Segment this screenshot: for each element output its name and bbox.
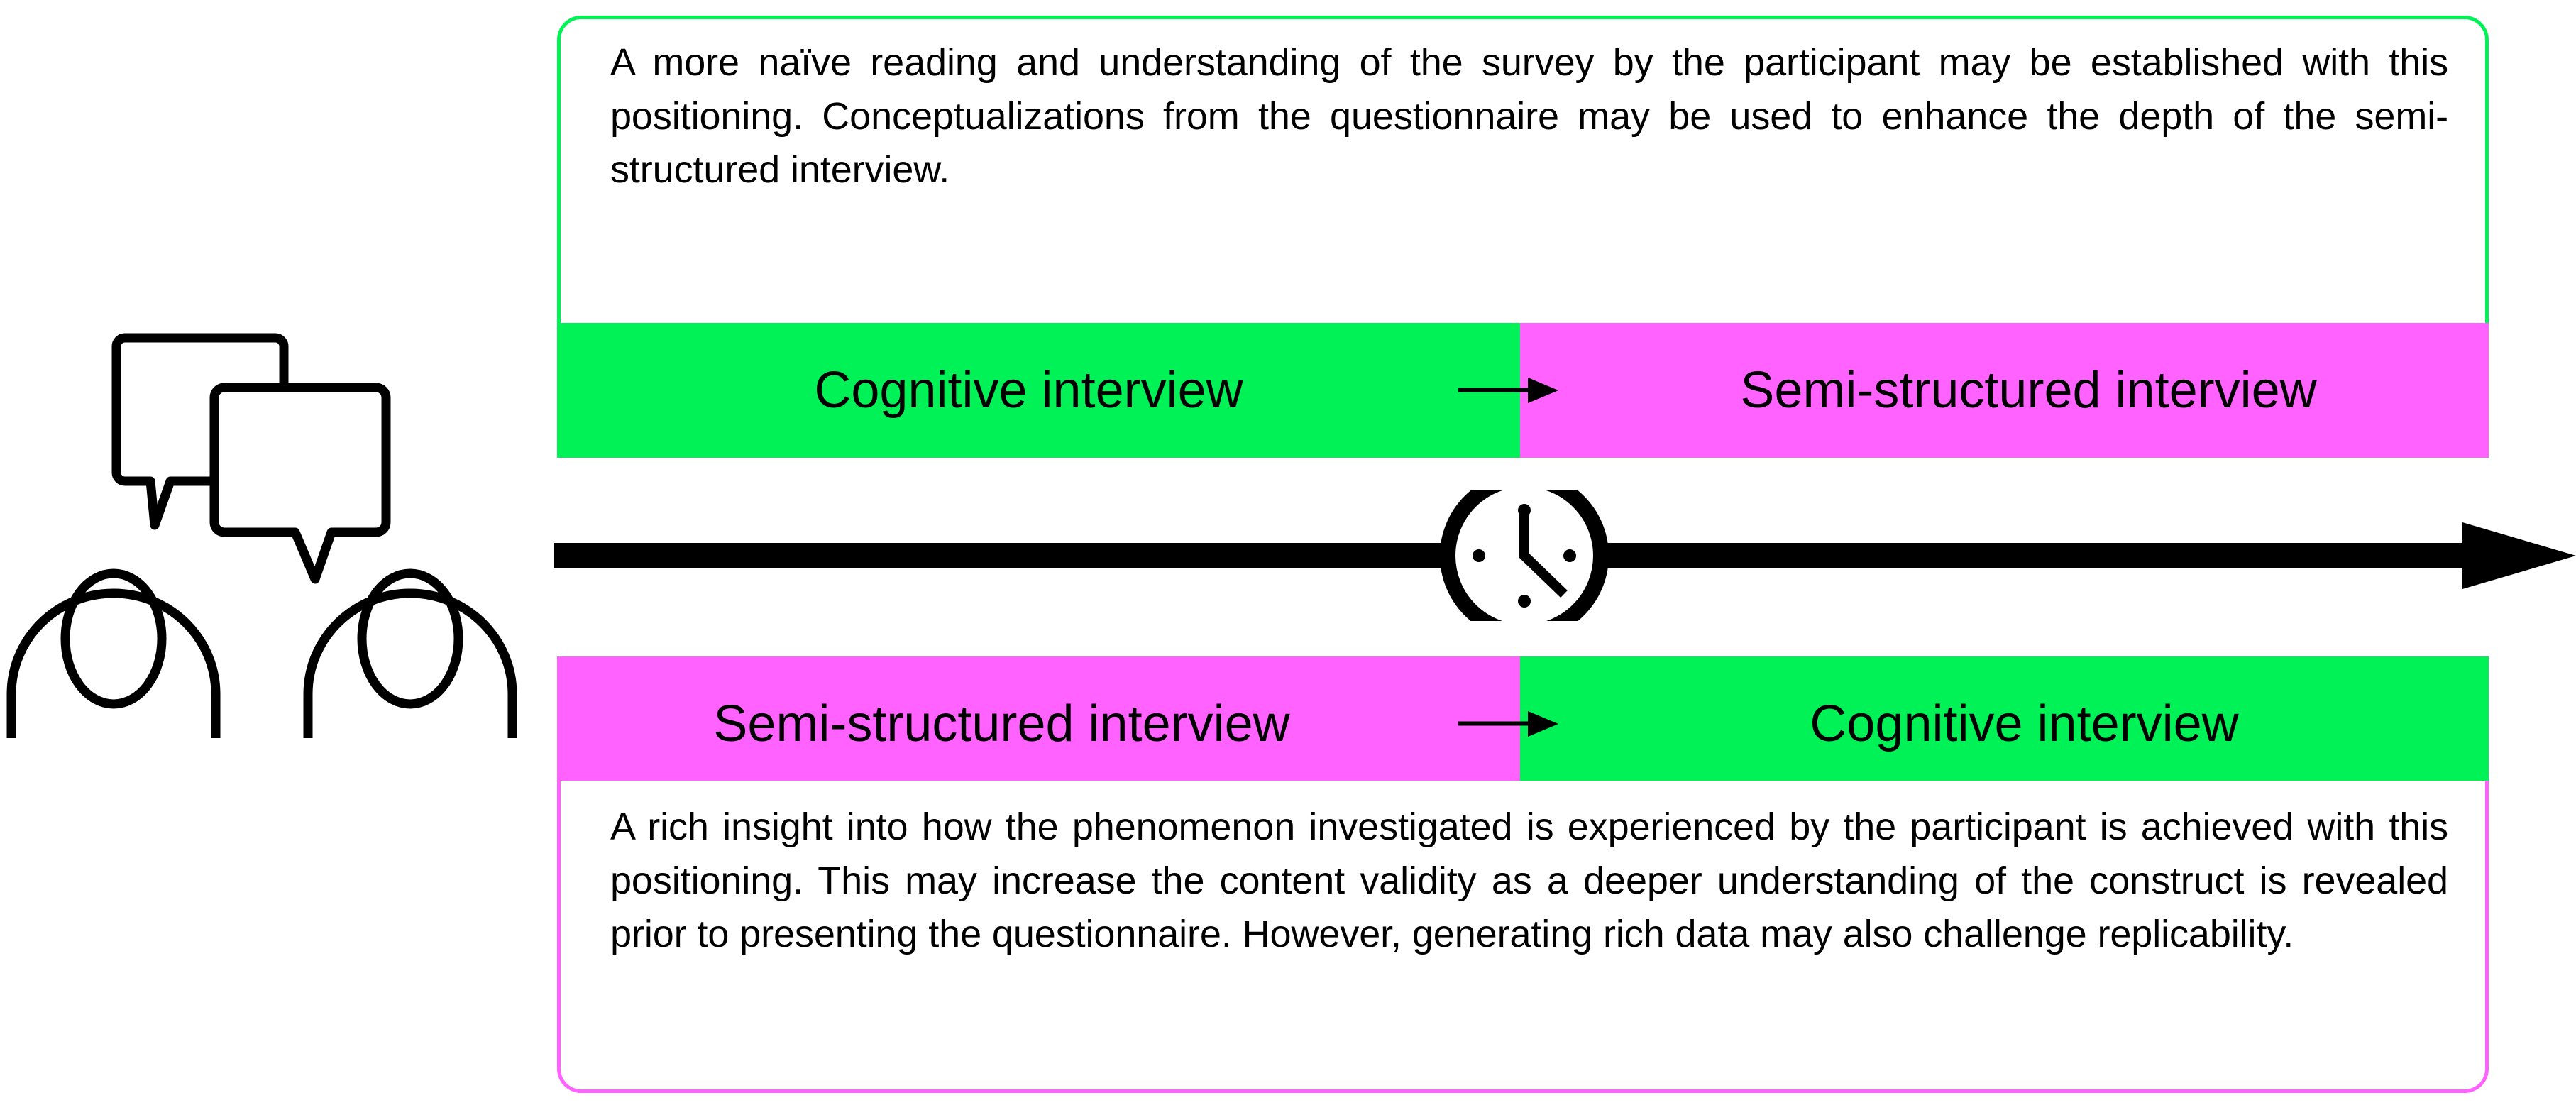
person-head-right-icon bbox=[357, 568, 463, 709]
speech-bubble-front-icon bbox=[209, 383, 391, 584]
timeline-arrowhead-icon bbox=[2462, 522, 2576, 589]
bottom-step-cognitive-interview[interactable]: Cognitive interview bbox=[1520, 656, 2489, 791]
person-head-left-icon bbox=[60, 568, 167, 709]
person-body-right-icon bbox=[303, 588, 517, 738]
top-callout-text: A more naïve reading and understanding o… bbox=[610, 41, 2448, 192]
bottom-step-1-label: Semi-structured interview bbox=[713, 696, 1290, 752]
timeline-shaft-left bbox=[554, 543, 1446, 568]
top-step-semi-structured-interview[interactable]: Semi-structured interview bbox=[1520, 323, 2489, 458]
top-sequence-bar: Cognitive interview Semi-structured inte… bbox=[557, 323, 2489, 458]
speech-bubble-back-icon bbox=[111, 333, 289, 530]
bottom-callout-box: A rich insight into how the phenomenon i… bbox=[557, 781, 2489, 1093]
bottom-step-semi-structured-interview[interactable]: Semi-structured interview bbox=[557, 656, 1520, 791]
top-callout-box: A more naïve reading and understanding o… bbox=[557, 16, 2489, 332]
top-step-1-label: Cognitive interview bbox=[814, 362, 1243, 419]
two-people-conversation-icon bbox=[0, 312, 561, 738]
person-body-left-icon bbox=[6, 588, 221, 738]
bottom-step-2-label: Cognitive interview bbox=[1810, 696, 2239, 752]
bottom-callout-text: A rich insight into how the phenomenon i… bbox=[610, 806, 2448, 956]
timeline-shaft-right bbox=[1602, 543, 2468, 568]
top-step-cognitive-interview[interactable]: Cognitive interview bbox=[557, 323, 1520, 458]
top-step-2-label: Semi-structured interview bbox=[1740, 362, 2317, 419]
bottom-sequence-bar: Semi-structured interview Cognitive inte… bbox=[557, 656, 2489, 791]
clock-icon bbox=[1440, 490, 1609, 621]
time-axis bbox=[554, 490, 2576, 621]
